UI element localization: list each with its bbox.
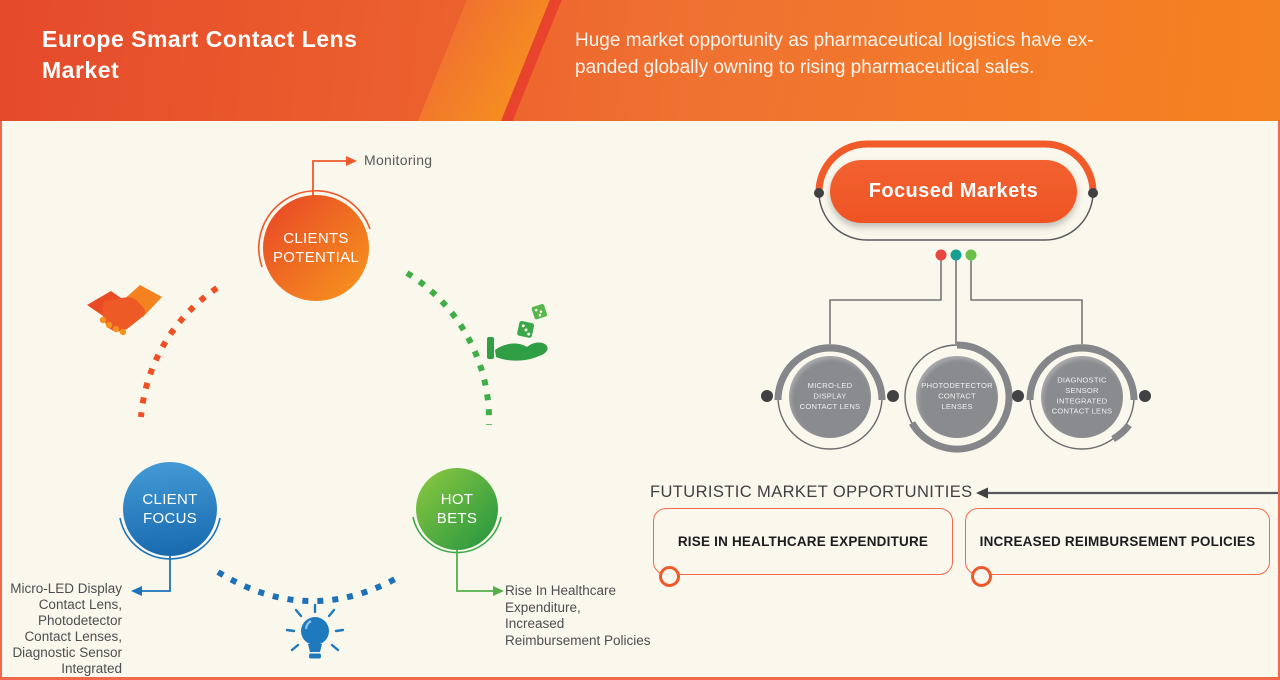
dot-red <box>935 249 947 261</box>
dotted-arc-orange <box>138 285 219 418</box>
market-circle-rings <box>774 341 1138 453</box>
opportunities-arrow <box>976 487 1279 499</box>
lightbulb-icon <box>285 603 345 659</box>
market-circle-micro-led: MICRO-LED DISPLAY CONTACT LENS <box>789 356 871 438</box>
page-title: Europe Smart Contact Lens Market <box>42 26 358 83</box>
header-subtitle: Huge market opportunity as pharmaceutica… <box>575 30 1094 78</box>
node-clients-potential: CLIENTS POTENTIAL <box>263 195 369 301</box>
capsule-left-dot <box>814 188 824 198</box>
category-dots <box>935 249 977 261</box>
arc-clients-potential <box>257 190 371 268</box>
opportunity-ring-icon <box>971 566 992 587</box>
capsule-right-dot <box>1088 188 1098 198</box>
connector-lines <box>829 260 1083 344</box>
header-banner: Europe Smart Contact Lens Market Huge ma… <box>0 0 1280 121</box>
separator-dots <box>761 390 1151 402</box>
dotted-arc-green <box>405 270 493 426</box>
market-circle-photodetector: PHOTODETECTOR CONTACT LENSES <box>916 356 998 438</box>
focused-markets-pill: Focused Markets <box>830 160 1077 223</box>
handshake-icon <box>87 285 162 336</box>
opportunity-ring-icon <box>659 566 680 587</box>
opportunities-heading: FUTURISTIC MARKET OPPORTUNITIES <box>650 483 973 501</box>
hot-bets-note: Rise In Healthcare Expenditure, Increase… <box>505 583 651 648</box>
dice-hand-icon <box>487 304 548 361</box>
monitoring-arrow <box>312 156 357 196</box>
opportunity-box-reimbursement-policies: INCREASED REIMBURSEMENT POLICIES <box>965 508 1270 587</box>
monitoring-label: Monitoring <box>364 152 433 168</box>
opportunity-label: INCREASED REIMBURSEMENT POLICIES <box>979 534 1256 549</box>
node-hot-bets: HOT BETS <box>416 468 498 550</box>
node-client-focus: CLIENT FOCUS <box>123 462 217 556</box>
client-focus-note: Micro-LED Display Contact Lens, Photodet… <box>10 581 122 676</box>
market-circle-label: PHOTODETECTOR CONTACT LENSES <box>921 382 993 412</box>
market-circle-label: MICRO-LED DISPLAY CONTACT LENS <box>799 382 861 412</box>
dotted-arc-blue <box>216 569 399 605</box>
focused-markets-capsule <box>814 140 1098 241</box>
client-focus-arrow <box>131 556 171 596</box>
market-circle-label: DIAGNOSTIC SENSOR INTEGRATED CONTACT LEN… <box>1051 376 1113 417</box>
dot-teal <box>950 249 962 261</box>
opportunity-box-healthcare-expenditure: RISE IN HEALTHCARE EXPENDITURE <box>653 508 953 587</box>
hot-bets-arrow <box>456 549 504 596</box>
focused-markets-title: Focused Markets <box>868 180 1039 202</box>
dot-green <box>965 249 977 261</box>
market-circle-diagnostic: DIAGNOSTIC SENSOR INTEGRATED CONTACT LEN… <box>1041 356 1123 438</box>
opportunity-label: RISE IN HEALTHCARE EXPENDITURE <box>677 534 929 549</box>
